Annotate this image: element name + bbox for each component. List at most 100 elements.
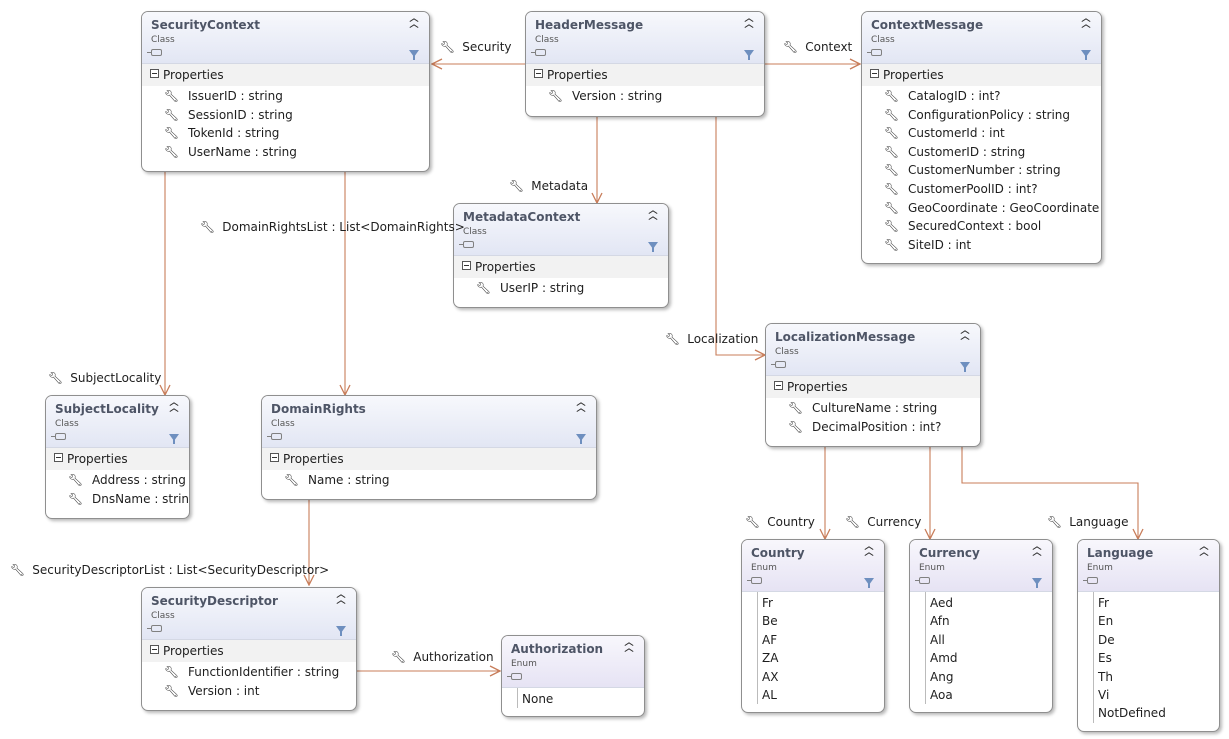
property-row[interactable]: 🔧︎SecuredContext : bool <box>884 219 1042 234</box>
property-row[interactable]: 🔧︎CustomerID : string <box>884 144 1026 159</box>
property-row[interactable]: 🔧︎ConfigurationPolicy : string <box>884 107 1071 122</box>
minus-square-icon[interactable] <box>150 645 159 654</box>
enum-value[interactable]: Amd <box>930 651 958 666</box>
double-chevron-up-icon[interactable]: ︿︿ <box>1199 542 1209 558</box>
enum-country[interactable]: Country Enum ︿︿ Fr Be AF ZA AX AL <box>741 539 885 713</box>
enum-value[interactable]: Aoa <box>930 687 953 702</box>
enum-value[interactable]: Vi <box>1098 687 1110 702</box>
property-row[interactable]: 🔧︎SiteID : int <box>884 237 972 252</box>
class-security-descriptor[interactable]: SecurityDescriptor Class ︿︿ Properties 🔧… <box>141 587 357 711</box>
properties-section-header[interactable]: Properties <box>526 64 764 86</box>
enum-value[interactable]: Th <box>1098 669 1113 684</box>
double-chevron-up-icon[interactable]: ︿︿ <box>576 398 586 414</box>
properties-section-header[interactable]: Properties <box>46 448 189 470</box>
property-row[interactable]: 🔧︎UserIP : string <box>476 281 585 295</box>
property-row[interactable]: 🔧︎CustomerId : int <box>884 126 1005 141</box>
class-header-message[interactable]: HeaderMessage Class ︿︿ Properties 🔧︎Vers… <box>525 11 765 117</box>
property-row[interactable]: 🔧︎UserName : string <box>164 144 297 159</box>
enum-language[interactable]: Language Enum ︿︿ Fr En De Es Th Vi NotDe… <box>1077 539 1220 732</box>
class-localization-message[interactable]: LocalizationMessage Class ︿︿ Properties … <box>765 323 981 447</box>
minus-square-icon[interactable] <box>534 69 543 78</box>
filter-icon[interactable] <box>576 434 586 444</box>
enum-value[interactable]: Es <box>1098 651 1112 666</box>
filter-icon[interactable] <box>648 242 658 252</box>
enum-value[interactable]: Afn <box>930 614 950 629</box>
property-row[interactable]: 🔧︎CultureName : string <box>788 401 938 415</box>
filter-icon[interactable] <box>1032 578 1042 588</box>
enum-value[interactable]: ZA <box>762 651 779 666</box>
enum-value[interactable]: De <box>1098 632 1115 647</box>
enum-value[interactable]: AF <box>762 632 778 647</box>
property-row[interactable]: 🔧︎CustomerPoolID : int? <box>884 181 1038 196</box>
enum-currency[interactable]: Currency Enum ︿︿ Aed Afn All Amd Ang Aoa <box>909 539 1053 713</box>
property-row[interactable]: 🔧︎CatalogID : int? <box>884 89 1001 103</box>
double-chevron-up-icon[interactable]: ︿︿ <box>1032 542 1042 558</box>
enum-value[interactable]: Fr <box>1098 596 1109 610</box>
class-subject-locality[interactable]: SubjectLocality Class ︿︿ Properties 🔧︎Ad… <box>45 395 190 519</box>
enum-value[interactable]: AX <box>762 669 779 684</box>
enum-value[interactable]: None <box>522 692 554 706</box>
double-chevron-up-icon[interactable]: ︿︿ <box>1081 14 1091 30</box>
property-row[interactable]: 🔧︎GeoCoordinate : GeoCoordinate <box>884 200 1100 215</box>
property-row[interactable]: 🔧︎DnsName : string <box>68 491 190 506</box>
property-row[interactable]: 🔧︎DecimalPosition : int? <box>788 419 942 434</box>
properties-section-header[interactable]: Properties <box>142 64 429 86</box>
properties-section-header[interactable]: Properties <box>454 256 668 278</box>
filter-icon[interactable] <box>169 434 179 444</box>
localization-connector <box>715 117 765 355</box>
property-row[interactable]: 🔧︎TokenId : string <box>164 126 280 141</box>
wrench-icon: 🔧︎ <box>164 107 180 122</box>
enum-value[interactable]: En <box>1098 614 1114 629</box>
minus-square-icon[interactable] <box>54 453 63 462</box>
wrench-icon: 🔧︎ <box>68 473 84 487</box>
enum-authorization[interactable]: Authorization Enum ︿︿ None <box>501 635 645 717</box>
double-chevron-up-icon[interactable]: ︿︿ <box>864 542 874 558</box>
property-row[interactable]: 🔧︎Address : string <box>68 473 186 487</box>
filter-icon[interactable] <box>409 50 419 60</box>
minus-square-icon[interactable] <box>150 69 159 78</box>
minus-square-icon[interactable] <box>270 453 279 462</box>
enum-value[interactable]: NotDefined <box>1098 706 1166 721</box>
property-row[interactable]: 🔧︎Name : string <box>284 473 390 487</box>
enum-value[interactable]: Fr <box>762 596 773 610</box>
double-chevron-up-icon[interactable]: ︿︿ <box>624 638 634 654</box>
double-chevron-up-icon[interactable]: ︿︿ <box>336 590 346 606</box>
enum-value[interactable]: All <box>930 632 945 647</box>
class-context-message[interactable]: ContextMessage Class ︿︿ Properties 🔧︎Cat… <box>861 11 1102 264</box>
enum-shape-icon <box>747 577 762 584</box>
double-chevron-up-icon[interactable]: ︿︿ <box>169 398 179 414</box>
enum-value[interactable]: Be <box>762 614 778 629</box>
filter-icon[interactable] <box>744 50 754 60</box>
filter-icon[interactable] <box>960 362 970 372</box>
filter-icon[interactable] <box>336 626 346 636</box>
class-domain-rights[interactable]: DomainRights Class ︿︿ Properties 🔧︎Name … <box>261 395 597 500</box>
class-security-context[interactable]: SecurityContext Class ︿︿ Properties 🔧︎Is… <box>141 11 430 172</box>
properties-section-header[interactable]: Properties <box>262 448 596 470</box>
enum-header: Authorization Enum ︿︿ <box>502 636 644 688</box>
double-chevron-up-icon[interactable]: ︿︿ <box>960 326 970 342</box>
property-row[interactable]: 🔧︎IssuerID : string <box>164 89 283 103</box>
class-shape-icon <box>147 625 162 632</box>
properties-section-header[interactable]: Properties <box>766 376 980 398</box>
property-row[interactable]: 🔧︎SessionID : string <box>164 107 293 122</box>
minus-square-icon[interactable] <box>870 69 879 78</box>
double-chevron-up-icon[interactable]: ︿︿ <box>744 14 754 30</box>
enum-value[interactable]: AL <box>762 687 777 702</box>
property-row[interactable]: 🔧︎Version : string <box>548 89 663 103</box>
filter-icon[interactable] <box>864 578 874 588</box>
properties-section-header[interactable]: Properties <box>862 64 1101 86</box>
minus-square-icon[interactable] <box>774 381 783 390</box>
double-chevron-up-icon[interactable]: ︿︿ <box>648 206 658 222</box>
property-row[interactable]: 🔧︎FunctionIdentifier : string <box>164 665 340 679</box>
minus-square-icon[interactable] <box>462 261 471 270</box>
filter-icon[interactable] <box>1081 50 1091 60</box>
double-chevron-up-icon[interactable]: ︿︿ <box>409 14 419 30</box>
properties-label: Properties <box>883 68 944 82</box>
property-row[interactable]: 🔧︎CustomerNumber : string <box>884 163 1061 178</box>
enum-value[interactable]: Ang <box>930 669 954 684</box>
wrench-icon: 🔧︎ <box>884 89 900 103</box>
property-row[interactable]: 🔧︎Version : int <box>164 683 260 698</box>
enum-value[interactable]: Aed <box>930 596 953 610</box>
class-metadata-context[interactable]: MetadataContext Class ︿︿ Properties 🔧︎Us… <box>453 203 669 308</box>
properties-section-header[interactable]: Properties <box>142 640 356 662</box>
